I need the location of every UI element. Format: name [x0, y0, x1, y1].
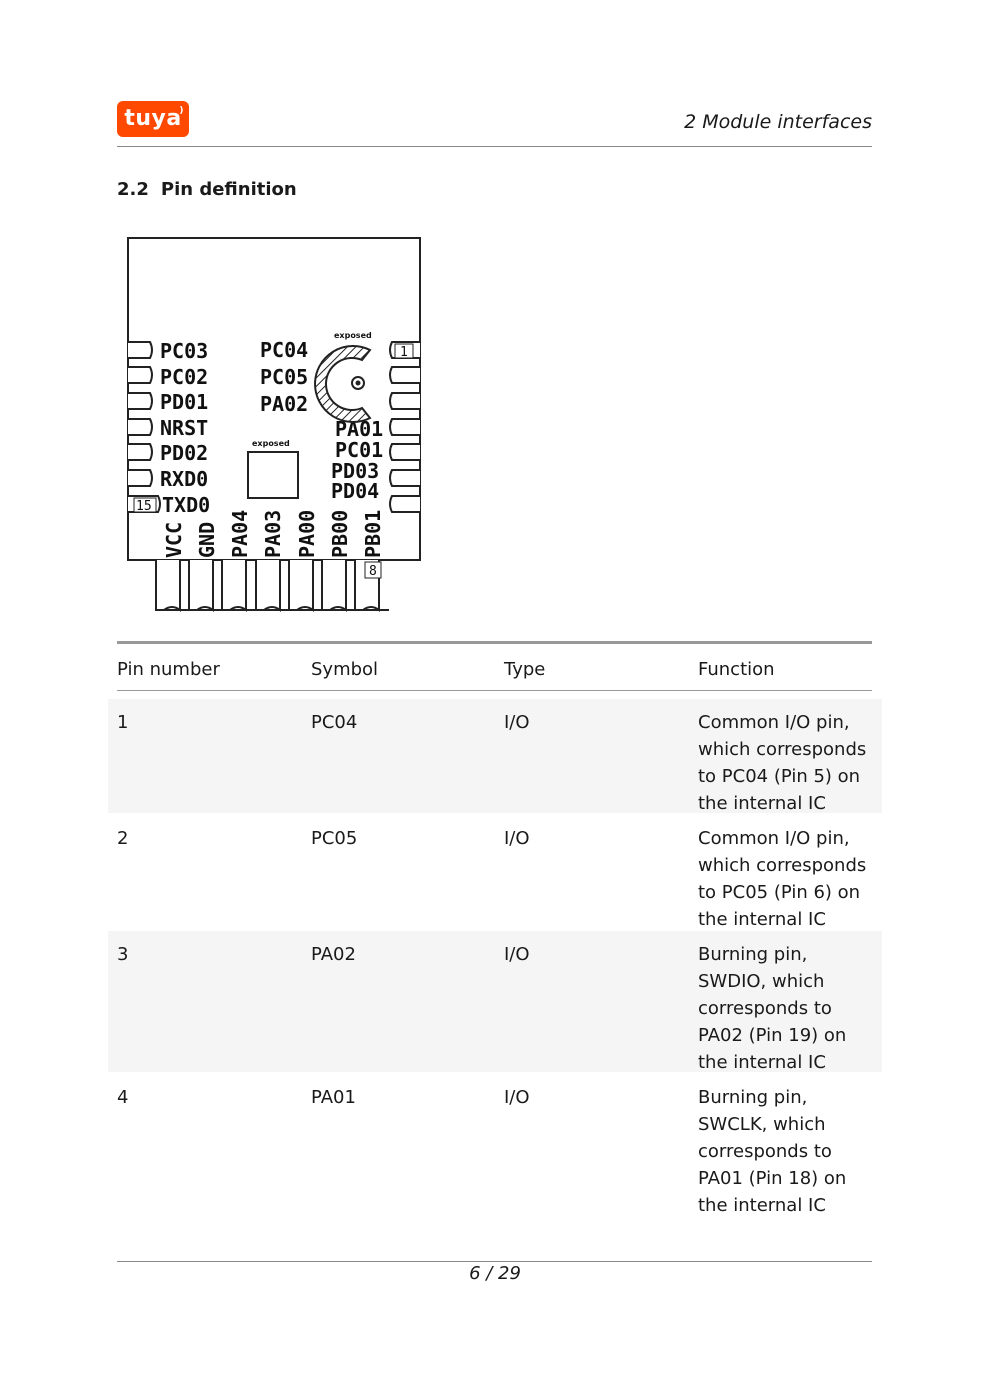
function-line: the internal IC [698, 1195, 826, 1216]
pin-label-bottom-3: PA04 [228, 510, 252, 558]
pin-label-left-6: RXD0 [160, 467, 208, 491]
pin-label-right-2: PC01 [335, 438, 383, 462]
function-line: Common I/O pin, [698, 712, 850, 733]
section-title: Pin definition [160, 179, 297, 200]
pin-label-top-3: PA02 [260, 392, 308, 416]
module-outline [127, 237, 421, 561]
function-line: Burning pin, [698, 1087, 808, 1108]
pin-label-bottom-2: GND [195, 522, 219, 558]
logo-text: tuya [124, 105, 182, 131]
exposed-center-core [355, 380, 361, 386]
pin-label-top-2: PC05 [260, 365, 308, 389]
function-line: to PC05 (Pin 6) on [698, 882, 861, 903]
header-symbol: Symbol [311, 659, 379, 680]
wifi-icon: ) [179, 106, 184, 116]
pin1-marker [394, 343, 414, 359]
pin-label-left-7: TXD0 [162, 493, 210, 517]
function-line: which corresponds [698, 739, 867, 760]
header-function: Function [698, 659, 775, 680]
function-line: SWDIO, which [698, 971, 825, 992]
table-row: 1 PC04 I/O Common I/O pin, which corresp… [108, 699, 882, 814]
cell-type: I/O [504, 944, 530, 965]
pin-label-bottom-6: PB00 [328, 510, 352, 558]
tuya-logo: tuya ) [117, 101, 189, 137]
pin-label-left-2: PC02 [160, 365, 208, 389]
table-top-rule [117, 641, 872, 644]
cell-symbol: PA01 [311, 1087, 356, 1108]
cell-pin-number: 4 [117, 1087, 129, 1108]
function-line: which corresponds [698, 855, 867, 876]
function-line: PA01 (Pin 18) on [698, 1168, 847, 1189]
pin-label-bottom-1: VCC [162, 522, 186, 558]
cell-symbol: PA02 [311, 944, 356, 965]
cell-function: Burning pin, SWDIO, which corresponds to… [698, 941, 878, 1076]
right-pads [389, 341, 420, 513]
pin-label-top-1: PC04 [260, 338, 308, 362]
pin15-number: 15 [136, 499, 152, 514]
header-type: Type [504, 659, 546, 680]
pin15-marker [133, 497, 157, 513]
pin8-marker [364, 561, 382, 579]
pin-definition-diagram: PC03 PC02 PD01 NRST PD02 RXD0 TXD0 PC04 … [127, 237, 421, 612]
function-line: Burning pin, [698, 944, 808, 965]
pin-label-left-5: PD02 [160, 441, 208, 465]
cell-function: Burning pin, SWCLK, which corresponds to… [698, 1084, 878, 1219]
pin1-number: 1 [400, 345, 408, 360]
header-section-title: 2 Module interfaces [684, 111, 872, 133]
pin8-number: 8 [369, 564, 377, 579]
function-line: corresponds to [698, 1141, 832, 1162]
pin-label-left-4: NRST [160, 416, 208, 440]
function-line: the internal IC [698, 793, 826, 814]
exposed-c-pad [314, 345, 372, 423]
function-line: PA02 (Pin 19) on [698, 1025, 847, 1046]
function-line: the internal IC [698, 909, 826, 930]
function-line: Common I/O pin, [698, 828, 850, 849]
pin-label-left-1: PC03 [160, 339, 208, 363]
pin-label-right-3: PD03 [331, 459, 379, 483]
cell-function: Common I/O pin, which corresponds to PC0… [698, 825, 878, 933]
function-line: SWCLK, which [698, 1114, 826, 1135]
pin-label-left-3: PD01 [160, 390, 208, 414]
table-row: 3 PA02 I/O Burning pin, SWDIO, which cor… [108, 931, 882, 1073]
table-row: 4 PA01 I/O Burning pin, SWCLK, which cor… [108, 1074, 882, 1216]
cell-function: Common I/O pin, which corresponds to PC0… [698, 709, 878, 817]
section-heading: 2.2 Pin definition [117, 179, 309, 200]
function-line: corresponds to [698, 998, 832, 1019]
exposed-label-center: exposed [252, 439, 290, 448]
pin-label-bottom-5: PA00 [295, 510, 319, 558]
cell-pin-number: 1 [117, 712, 129, 733]
section-number: 2.2 [117, 179, 149, 200]
cell-pin-number: 2 [117, 828, 129, 849]
pin-label-bottom-7: PB01 [361, 510, 385, 558]
pin-label-right-4: PD04 [331, 479, 379, 503]
table-header-row: Pin number Symbol Type Function [117, 643, 872, 691]
table-row: 2 PC05 I/O Common I/O pin, which corresp… [108, 815, 882, 930]
cell-type: I/O [504, 712, 530, 733]
function-line: the internal IC [698, 1052, 826, 1073]
cell-type: I/O [504, 1087, 530, 1108]
cell-pin-number: 3 [117, 944, 129, 965]
page-number: 6 / 29 [469, 1263, 521, 1284]
header-pin-number: Pin number [117, 659, 220, 680]
cell-symbol: PC04 [311, 712, 358, 733]
pin-label-bottom-4: PA03 [261, 510, 285, 558]
header-divider [117, 146, 872, 147]
cell-symbol: PC05 [311, 828, 358, 849]
footer-divider [117, 1261, 872, 1262]
exposed-square-pad [247, 451, 299, 499]
cell-type: I/O [504, 828, 530, 849]
bottom-pads [155, 560, 389, 612]
function-line: to PC04 (Pin 5) on [698, 766, 861, 787]
exposed-label-top: exposed [334, 331, 372, 340]
